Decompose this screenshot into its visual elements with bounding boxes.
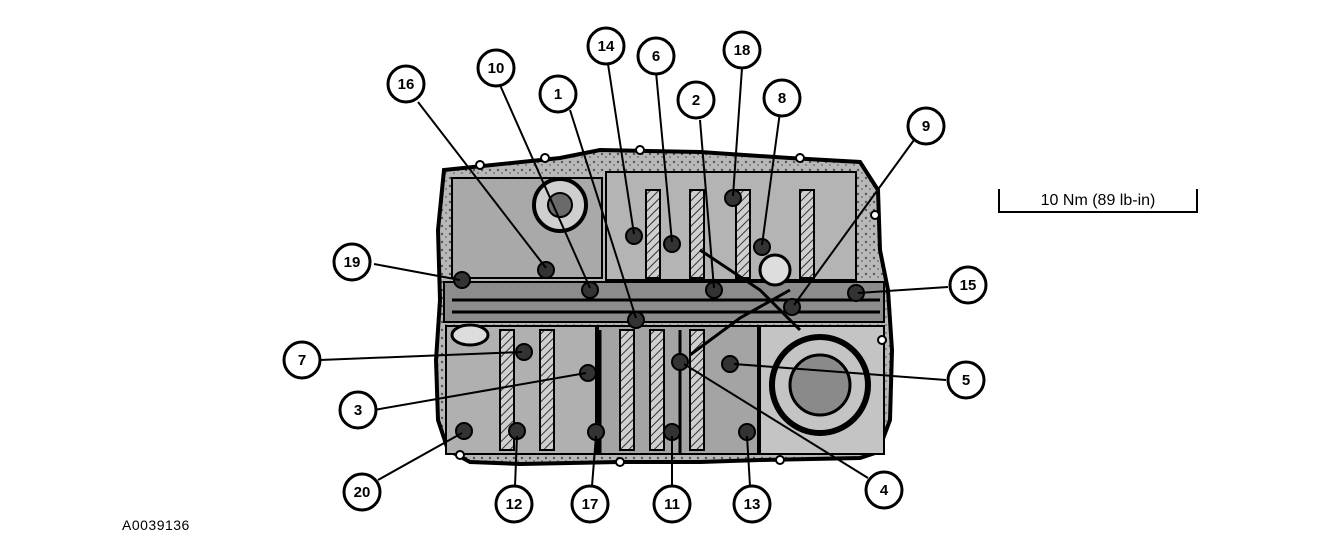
callout-10: 10 xyxy=(476,48,516,88)
callout-label: 19 xyxy=(344,254,361,271)
torque-spec-label: 10 Nm (89 lb-in) xyxy=(998,189,1198,213)
callout-label: 4 xyxy=(880,482,889,499)
upper-bore-inner xyxy=(547,192,573,218)
valve-bores xyxy=(499,189,815,451)
callout-19: 19 xyxy=(332,242,372,282)
callout-13: 13 xyxy=(732,484,772,524)
bolt-3 xyxy=(579,364,597,382)
bolt-1 xyxy=(627,311,645,329)
figure-id: A0039136 xyxy=(122,517,190,533)
bolt-16 xyxy=(537,261,555,279)
callout-label: 11 xyxy=(664,496,680,513)
callout-7: 7 xyxy=(282,340,322,380)
bolt-20 xyxy=(455,422,473,440)
callout-label: 16 xyxy=(398,76,415,93)
callout-20: 20 xyxy=(342,472,382,512)
callout-label: 2 xyxy=(692,92,700,109)
valve-body xyxy=(433,145,895,467)
callout-label: 1 xyxy=(554,86,562,103)
callout-label: 15 xyxy=(960,277,977,294)
mounting-holes xyxy=(455,145,887,467)
left-oval-port xyxy=(450,323,490,347)
callout-1: 1 xyxy=(538,74,578,114)
bolt-4 xyxy=(671,353,689,371)
accumulator-ring xyxy=(769,334,871,436)
upper-right-panel xyxy=(605,171,857,281)
callout-8: 8 xyxy=(762,78,802,118)
callout-3: 3 xyxy=(338,390,378,430)
callout-14: 14 xyxy=(586,26,626,66)
callout-6: 6 xyxy=(636,36,676,76)
callout-4: 4 xyxy=(864,470,904,510)
callout-label: 10 xyxy=(488,60,505,77)
callouts: 1 2 3 4 5 6 7 8 xyxy=(282,26,988,524)
callout-label: 13 xyxy=(744,496,761,513)
callout-label: 3 xyxy=(354,402,362,419)
callout-2: 2 xyxy=(676,80,716,120)
callout-11: 11 xyxy=(652,484,692,524)
callout-label: 8 xyxy=(778,90,786,107)
leader-lines xyxy=(319,63,949,487)
callout-15: 15 xyxy=(948,265,988,305)
bolt-19 xyxy=(453,271,471,289)
callout-label: 6 xyxy=(652,48,660,65)
callout-5: 5 xyxy=(946,360,986,400)
callout-16: 16 xyxy=(386,64,426,104)
callout-label: 14 xyxy=(598,38,615,55)
callout-17: 17 xyxy=(570,484,610,524)
accumulator-inner xyxy=(788,353,852,417)
callout-label: 18 xyxy=(734,42,751,59)
callout-label: 7 xyxy=(298,352,306,369)
fluid-channels xyxy=(452,248,880,455)
callout-label: 12 xyxy=(506,496,523,513)
callout-label: 5 xyxy=(962,372,970,389)
callout-label: 9 xyxy=(922,118,930,135)
callout-label: 20 xyxy=(354,484,371,501)
callout-label: 17 xyxy=(582,496,599,513)
callout-18: 18 xyxy=(722,30,762,70)
bolt-10 xyxy=(581,281,599,299)
callout-12: 12 xyxy=(494,484,534,524)
solenoid-ring xyxy=(758,253,792,287)
middle-band xyxy=(443,281,885,323)
callout-9: 9 xyxy=(906,106,946,146)
